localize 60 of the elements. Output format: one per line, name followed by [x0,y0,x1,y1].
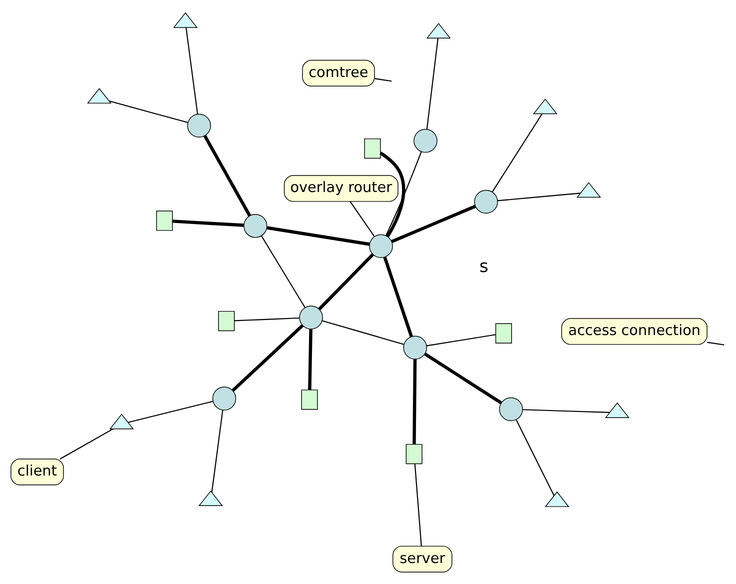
node-box: overlay router [284,174,398,202]
connector [380,151,406,237]
node-box: client [10,458,64,485]
connector [128,400,214,422]
node-circle [244,214,268,238]
connector [350,200,375,236]
connector [426,334,496,346]
node-circle [299,305,323,329]
connector [391,204,476,243]
connector [412,358,417,444]
label: s [479,256,488,277]
node-triangle [532,98,558,114]
node-circle [212,386,236,410]
connector [374,78,392,82]
connector [211,410,224,492]
node-triangle [87,88,112,104]
node-triangle [198,490,223,506]
connector [383,256,413,337]
connector [386,151,422,236]
node-triangle [576,182,601,198]
node-triangle [426,22,451,38]
node-box [156,210,173,230]
node-triangle [544,490,570,506]
node-triangle [173,12,198,28]
connector [498,192,580,201]
node-box: server [392,545,452,572]
connector [260,235,306,308]
node-circle [187,113,211,137]
connector [492,113,543,192]
connector [424,352,502,404]
node-circle [499,396,523,421]
connector [414,463,422,546]
node-box [301,389,318,410]
node-triangle [604,402,630,418]
connector [322,320,404,344]
node-box [406,443,422,464]
connector [318,252,374,310]
connector [234,316,300,321]
node-circle [474,189,498,214]
connector [522,408,610,412]
node-box [364,138,381,158]
node-triangle [109,413,134,429]
connector [707,341,724,345]
connector [109,100,188,123]
connector [203,134,252,216]
connector [186,27,198,114]
node-circle [369,234,393,258]
node-box [495,322,512,343]
node-box: comtree [302,59,375,86]
connector [232,324,304,392]
connector [426,38,439,129]
node-circle [414,128,438,152]
node-circle [403,335,427,359]
node-box: access connection [561,318,708,344]
connector [60,428,114,459]
connector [266,226,370,246]
connector [172,219,244,226]
connector [516,419,554,496]
connector [308,328,312,390]
node-box [218,310,235,331]
